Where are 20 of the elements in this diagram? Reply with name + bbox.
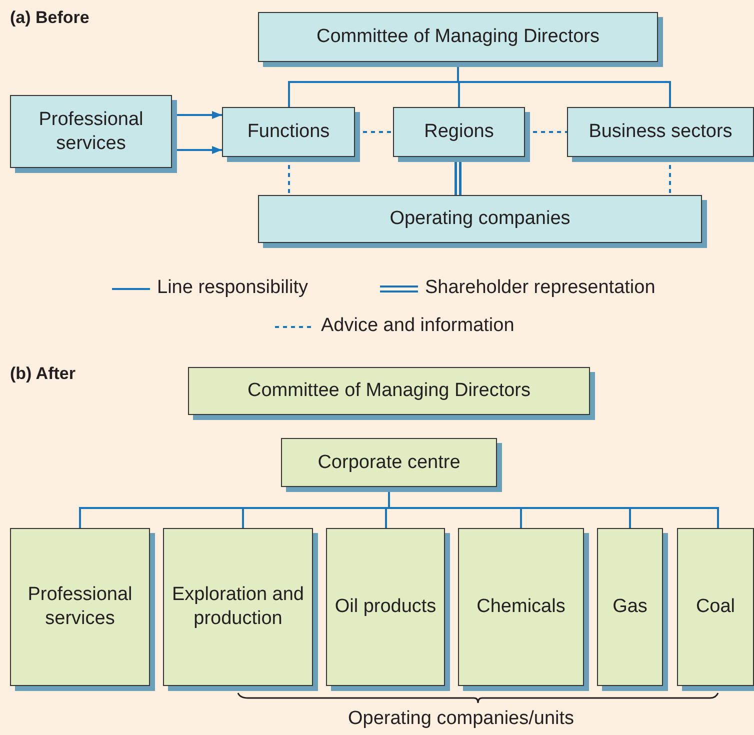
- box-label: Operating companies: [390, 207, 570, 231]
- box-label: Functions: [247, 120, 330, 144]
- box-label: Coal: [696, 595, 736, 619]
- box-label: Business sectors: [588, 120, 732, 144]
- panel-heading: (b) After: [10, 364, 76, 384]
- panel-heading: (a) Before: [10, 8, 90, 28]
- box-label: Gas: [612, 595, 648, 619]
- box-label: Oil products: [334, 595, 436, 619]
- box-label: Corporate centre: [318, 450, 460, 474]
- box-label: Committee of Managing Directors: [316, 25, 600, 49]
- box-label: Professional services: [26, 583, 134, 631]
- box-label: Exploration and production: [170, 583, 306, 631]
- box-label: Regions: [424, 120, 494, 144]
- brace-label: Operating companies/units: [348, 708, 574, 730]
- legend-text: Shareholder representation: [425, 277, 656, 299]
- legend-text: Advice and information: [321, 315, 514, 337]
- box-label: Chemicals: [476, 595, 566, 619]
- legend-text: Line responsibility: [157, 277, 308, 299]
- box-label: Committee of Managing Directors: [248, 379, 530, 403]
- box-label: Professional services: [38, 108, 144, 156]
